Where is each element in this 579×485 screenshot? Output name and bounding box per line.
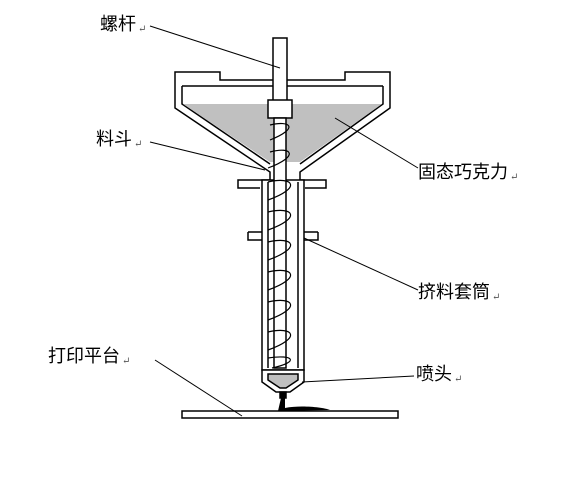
label-screw: 螺杆↵ xyxy=(100,14,146,41)
label-nozzle-text: 喷头 xyxy=(416,364,452,385)
label-screw-text: 螺杆 xyxy=(100,14,136,35)
paragraph-mark: ↵ xyxy=(134,139,143,150)
nozzle xyxy=(261,369,305,399)
label-platform: 打印平台↵ xyxy=(48,346,130,373)
leader-hopper xyxy=(149,141,266,171)
paragraph-mark: ↵ xyxy=(138,24,147,35)
paragraph-mark: ↵ xyxy=(454,374,463,385)
leader-screw xyxy=(149,25,281,69)
label-platform-text: 打印平台 xyxy=(48,346,120,367)
label-solid-chocolate-text: 固态巧克力 xyxy=(418,162,508,183)
label-extrusion-sleeve: 挤料套筒↵ xyxy=(418,282,500,309)
leader-extrusion-sleeve xyxy=(303,237,419,291)
paragraph-mark: ↵ xyxy=(122,356,131,367)
leader-nozzle xyxy=(301,375,415,383)
printing-platform xyxy=(181,410,399,419)
extruded-chocolate xyxy=(278,398,330,411)
label-hopper: 料斗↵ xyxy=(96,129,142,156)
leader-solid-chocolate xyxy=(334,117,419,169)
label-extrusion-sleeve-text: 挤料套筒 xyxy=(418,282,490,303)
label-hopper-text: 料斗 xyxy=(96,129,132,150)
paragraph-mark: ↵ xyxy=(492,292,501,303)
label-nozzle: 喷头↵ xyxy=(416,364,462,391)
label-solid-chocolate: 固态巧克力↵ xyxy=(418,162,518,189)
leader-platform xyxy=(154,359,243,417)
paragraph-mark: ↵ xyxy=(510,172,519,183)
screw-flights xyxy=(267,122,292,369)
leader-lines xyxy=(149,25,419,417)
